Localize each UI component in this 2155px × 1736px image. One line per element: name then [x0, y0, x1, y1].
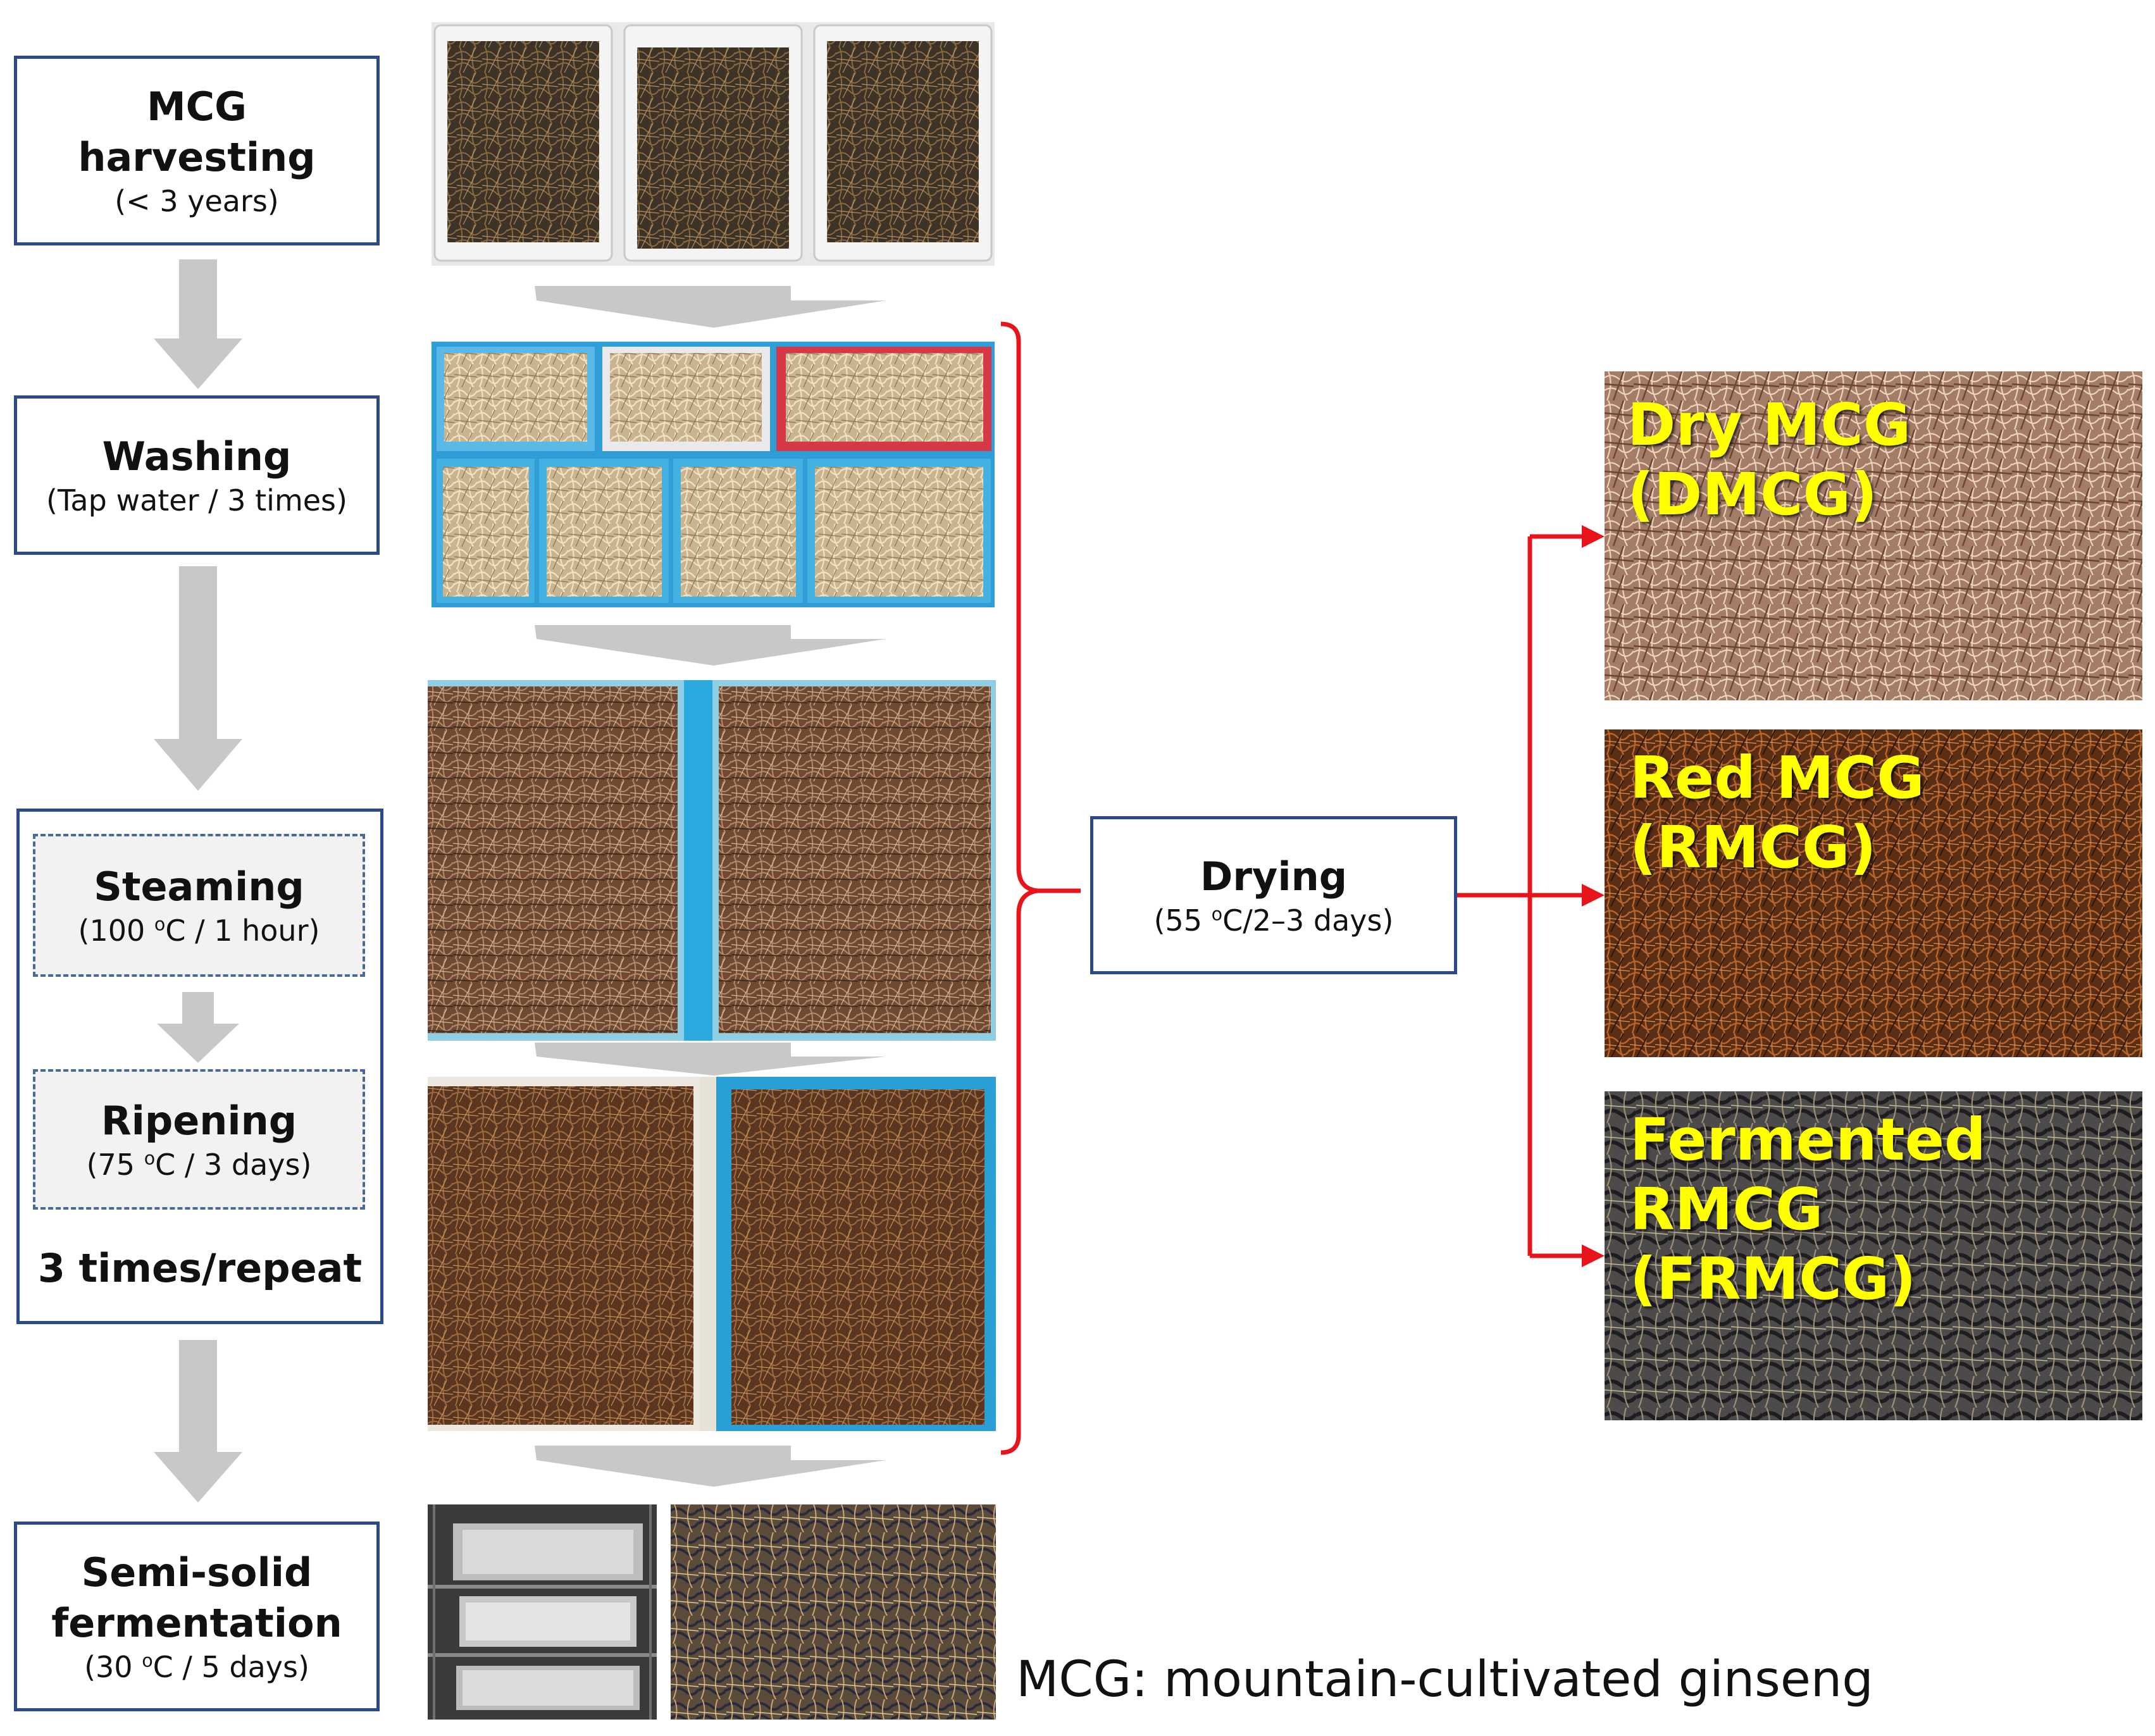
steamed-trays-illustration	[428, 680, 996, 1041]
fermentation-roots-photo	[671, 1504, 996, 1720]
dmcg-photo: Dry MCG (DMCG)	[1605, 371, 2142, 700]
drying-degree-sup: o	[1211, 903, 1223, 925]
fermentation-degree-sup: o	[142, 1650, 153, 1671]
fermentation-incubator-photo	[428, 1504, 657, 1720]
down-chevron-icon	[535, 1446, 886, 1487]
ripening-detail: (75 oC / 3 days)	[87, 1146, 312, 1183]
harvest-title-2: harvesting	[78, 134, 316, 180]
fermented-rmcg-illustration	[1605, 1091, 2142, 1420]
incubator-illustration	[428, 1504, 657, 1720]
down-arrow-icon	[154, 259, 242, 389]
process-arrows	[154, 259, 242, 1503]
ripening-degree-sup: o	[144, 1148, 156, 1169]
down-arrow-icon	[154, 1340, 242, 1503]
frmcg-label-line1: Fermented RMCG	[1630, 1106, 1986, 1243]
harvest-crates-illustration	[433, 24, 993, 262]
ripening-photo	[428, 1077, 996, 1431]
drying-title: Drying	[1200, 853, 1348, 900]
harvest-title-1: MCG	[146, 84, 247, 130]
steaming-detail-pre: (100	[78, 914, 154, 948]
red-arrowheads	[1582, 525, 1605, 1267]
dmcg-label: Dry MCG (DMCG)	[1627, 390, 1911, 530]
photo-arrows	[535, 286, 886, 1487]
rmcg-label-line2: (RMCG)	[1630, 814, 1877, 881]
fermented-roots-illustration	[671, 1504, 996, 1720]
repeat-label: 3 times/repeat	[37, 1245, 363, 1291]
dmcg-label-line1: Dry MCG	[1627, 391, 1911, 459]
drying-detail-pre: (55	[1153, 903, 1212, 938]
steaming-degree-sup: o	[154, 914, 166, 935]
washing-step-box: Washing (Tap water / 3 times)	[14, 395, 380, 555]
fermentation-step-box: Semi-solid fermentation (30 oC / 5 days)	[14, 1522, 380, 1711]
down-chevron-icon	[535, 1043, 886, 1076]
harvest-step-box: MCG harvesting (< 3 years)	[14, 56, 380, 245]
frmcg-label: Fermented RMCG (FRMCG)	[1630, 1105, 2142, 1314]
washing-detail: (Tap water / 3 times)	[46, 483, 347, 518]
down-chevron-icon	[535, 625, 886, 666]
ripening-title: Ripening	[101, 1098, 297, 1144]
arrowhead-right-icon	[1582, 525, 1605, 548]
arrowhead-right-icon	[1582, 1244, 1605, 1267]
down-arrow-icon	[154, 566, 242, 791]
dry-mcg-illustration	[1605, 371, 2142, 700]
red-bracket	[1000, 321, 1081, 1455]
drying-detail-post: C/2–3 days)	[1222, 903, 1394, 938]
washing-title: Washing	[102, 433, 292, 480]
harvest-photo	[432, 22, 995, 266]
drying-step-box: Drying (55 oC/2–3 days)	[1090, 816, 1457, 974]
drying-detail: (55 oC/2–3 days)	[1154, 902, 1394, 939]
steaming-detail: (100 oC / 1 hour)	[78, 912, 320, 949]
washed-baskets-illustration	[432, 342, 995, 607]
fermentation-title-2: fermentation	[51, 1600, 342, 1646]
arrowhead-right-icon	[1582, 884, 1605, 907]
fermentation-detail-pre: (30	[84, 1650, 142, 1684]
down-arrow-icon	[157, 992, 239, 1063]
frmcg-photo: Fermented RMCG (FRMCG)	[1605, 1091, 2142, 1420]
ripening-detail-pre: (75	[86, 1148, 144, 1182]
ripening-detail-post: C / 3 days)	[155, 1148, 312, 1182]
footnote: MCG: mountain-cultivated ginseng	[1016, 1651, 1873, 1708]
washing-photo	[432, 342, 995, 607]
down-chevron-icon	[535, 286, 886, 328]
fermentation-title-1: Semi-solid	[81, 1549, 313, 1596]
rmcg-photo: Red MCG (RMCG)	[1605, 729, 2142, 1057]
steaming-title: Steaming	[94, 864, 304, 910]
ripened-trays-illustration	[428, 1077, 996, 1431]
rmcg-label: Red MCG (RMCG)	[1630, 743, 1925, 883]
steaming-detail-post: C / 1 hour)	[165, 914, 320, 948]
steaming-step-box: Steaming (100 oC / 1 hour)	[33, 834, 365, 977]
fermentation-detail: (30 oC / 5 days)	[84, 1649, 309, 1685]
dmcg-label-line2: (DMCG)	[1627, 461, 1878, 528]
harvest-detail: (< 3 years)	[115, 184, 279, 218]
red-branch-lines	[1457, 534, 1585, 1258]
rmcg-label-line1: Red MCG	[1630, 744, 1925, 812]
steaming-photo	[428, 680, 996, 1041]
ripening-step-box: Ripening (75 oC / 3 days)	[33, 1069, 365, 1210]
fermentation-detail-post: C / 5 days)	[152, 1650, 309, 1684]
red-mcg-illustration	[1605, 729, 2142, 1057]
frmcg-label-line2: (FRMCG)	[1630, 1245, 1916, 1313]
